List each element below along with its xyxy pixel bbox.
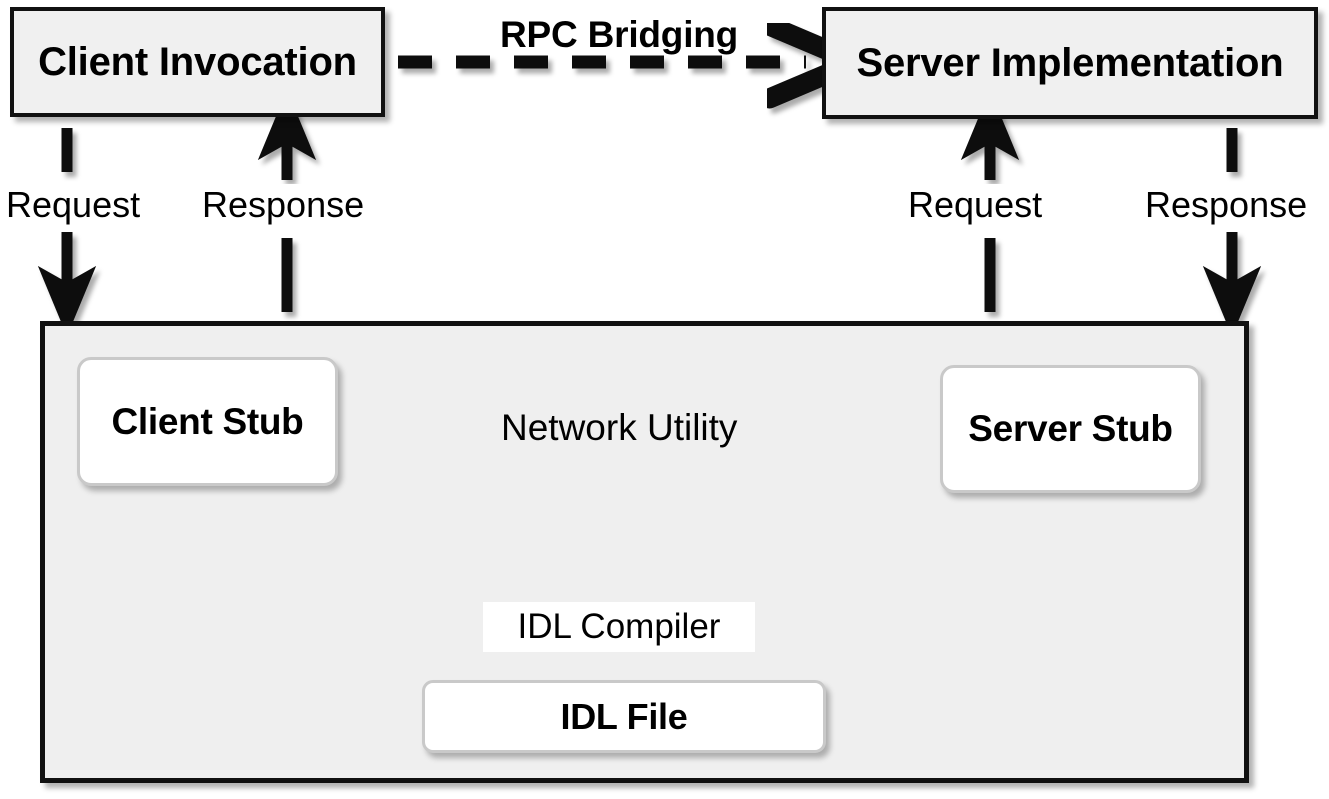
idl-file-label: IDL File <box>560 695 688 737</box>
response-label-right: Response <box>1143 184 1310 226</box>
client-invocation-label: Client Invocation <box>38 39 357 84</box>
idl-compiler-label-text: IDL Compiler <box>517 607 721 646</box>
server-stub-node[interactable]: Server Stub <box>940 365 1201 493</box>
idl-file-node[interactable]: IDL File <box>422 680 826 753</box>
request-label-left: Request <box>4 184 143 226</box>
client-stub-node[interactable]: Client Stub <box>77 357 338 486</box>
idl-compiler-node[interactable]: IDL Compiler <box>483 602 755 652</box>
server-implementation-label: Server Implementation <box>856 40 1284 85</box>
client-stub-label: Client Stub <box>111 400 304 442</box>
request-label-right: Request <box>906 184 1045 226</box>
network-utility-label: Network Utility <box>501 407 738 448</box>
rpc-bridging-label: RPC Bridging <box>500 14 739 55</box>
server-implementation-node[interactable]: Server Implementation <box>822 7 1318 119</box>
response-label-left: Response <box>200 184 367 226</box>
client-invocation-node[interactable]: Client Invocation <box>10 7 385 117</box>
server-stub-label: Server Stub <box>968 408 1173 449</box>
